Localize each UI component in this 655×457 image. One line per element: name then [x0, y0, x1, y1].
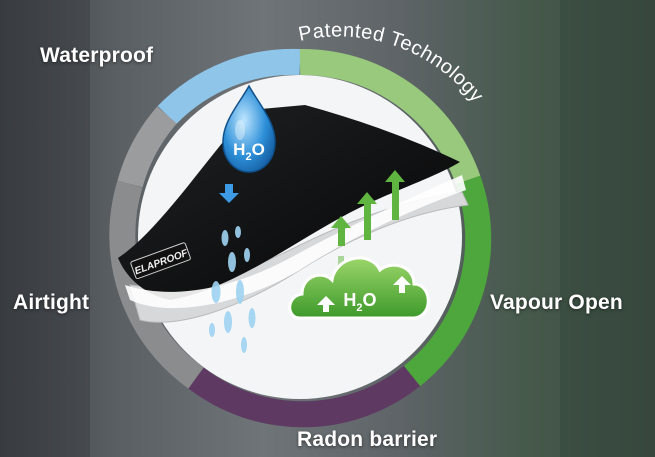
cloud-arrows: [317, 276, 411, 312]
ring-segment-grey-left: [117, 106, 177, 188]
drop-formula: H2O: [233, 140, 265, 163]
ring-segment-vapour-open: [403, 175, 492, 387]
membrane-top-layer: [118, 105, 460, 300]
up-arrow-icon: [385, 170, 405, 220]
down-arrow-icon: [219, 184, 239, 203]
membrane-white-layer: [125, 175, 466, 309]
ring-segment-patented: [299, 48, 481, 185]
water-streaks: [209, 226, 256, 353]
background-panel: [560, 0, 655, 457]
water-drop-icon: [222, 84, 276, 173]
up-arrow-icon: [393, 276, 411, 293]
vapour-arrows: [331, 170, 405, 266]
up-arrow-icon: [357, 192, 377, 240]
ring-segment-waterproof: [157, 48, 301, 125]
up-arrow-icon: [317, 296, 335, 312]
ring-segment-radon-barrier: [188, 365, 421, 428]
cloud-formula: H2O: [343, 290, 376, 314]
up-arrow-icon: [331, 216, 351, 246]
up-arrow-icon: [338, 256, 344, 266]
vapour-open-label: Vapour Open: [490, 291, 623, 314]
waterproof-label: Waterproof: [40, 44, 154, 67]
background-panel: [0, 0, 90, 457]
airtight-label: Airtight: [13, 291, 90, 314]
radon-barrier-label: Radon barrier: [297, 428, 438, 451]
